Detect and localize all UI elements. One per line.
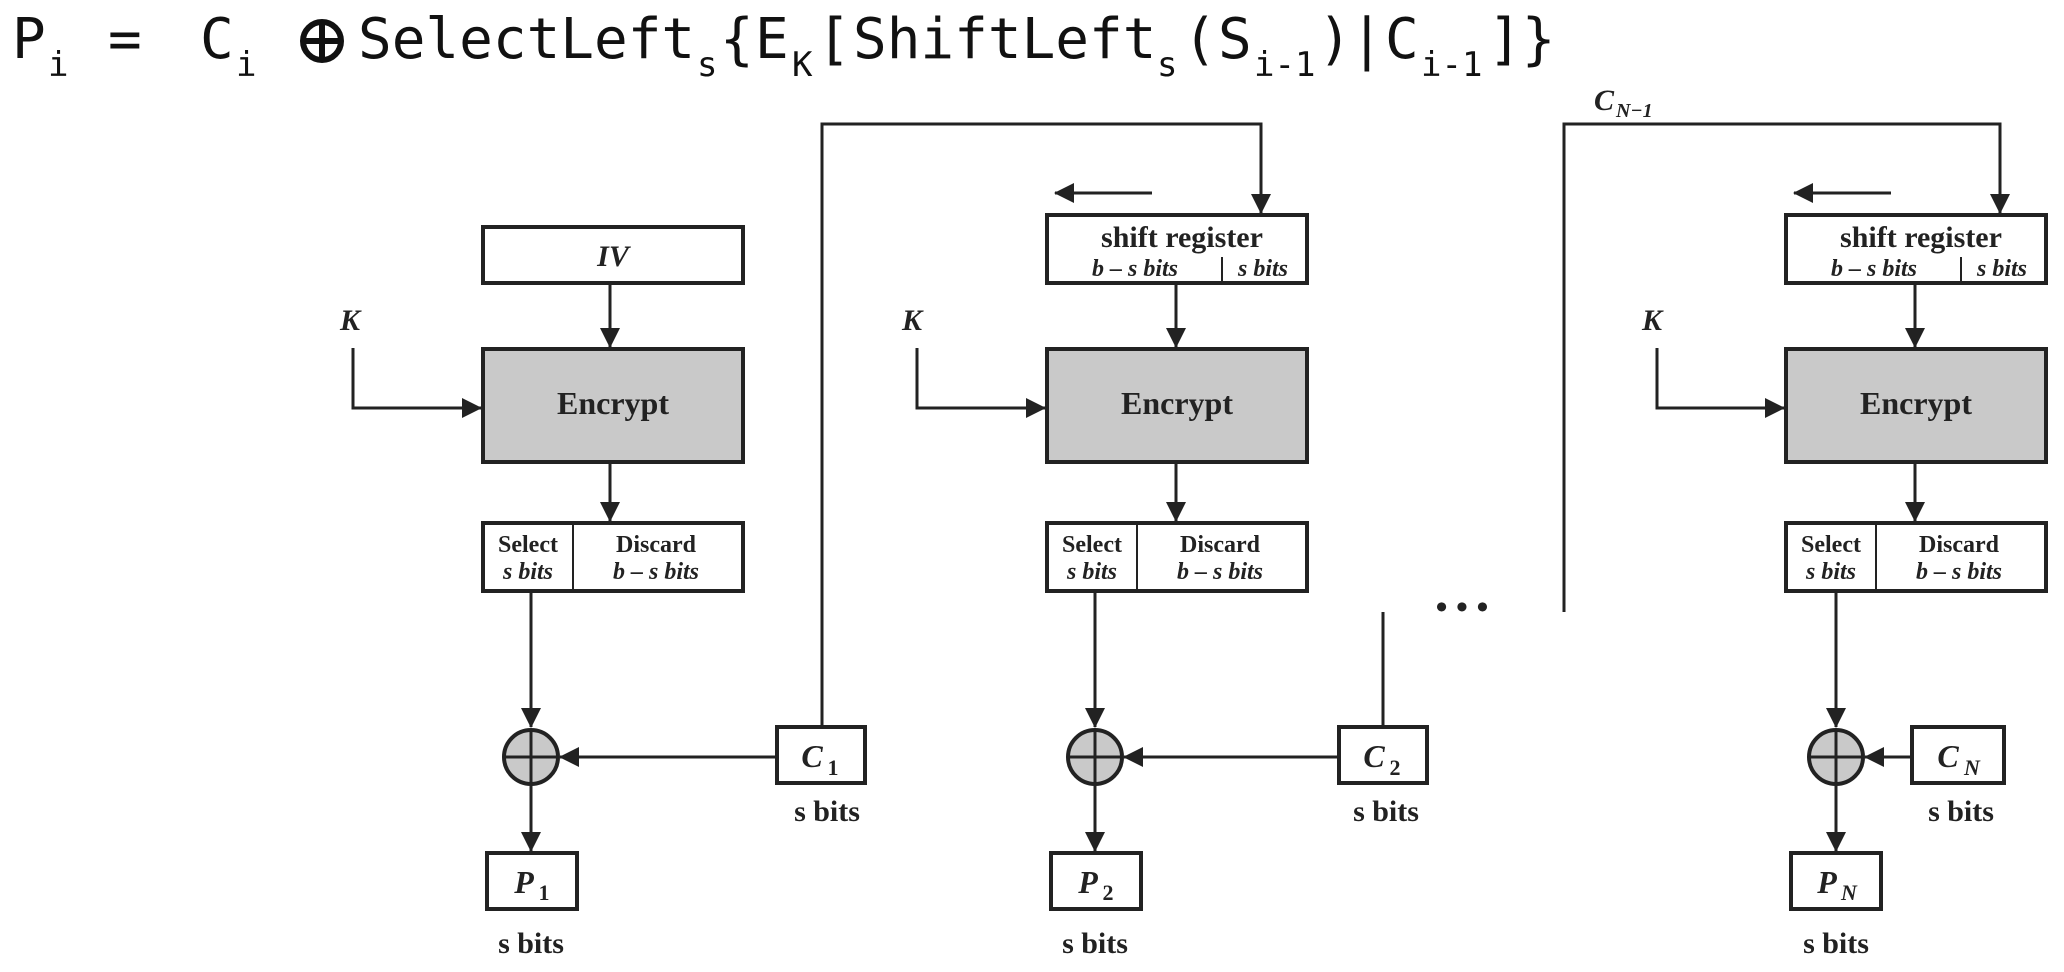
cipher-label-1: C [801, 738, 823, 774]
plain-bits-n: s bits [1803, 927, 1869, 960]
key-label-1: K [339, 304, 362, 337]
iv-label: IV [596, 240, 632, 273]
formula-brace-open: { [720, 7, 754, 72]
plain-box-1: P 1 [485, 851, 579, 911]
select-label-1b: s bits [502, 559, 553, 585]
plain-sub-2: 2 [1103, 880, 1114, 905]
formula-p: P [12, 7, 46, 72]
encrypt-box-2: Encrypt [1045, 347, 1309, 464]
cipher-sub-n: N [1963, 755, 1981, 780]
formula-closing: ]} [1488, 7, 1555, 72]
select-label-2b: s bits [1066, 559, 1117, 585]
cipher-bits-1: s bits [794, 795, 860, 828]
formula-p-sub: i [48, 45, 68, 85]
xor-node-1 [502, 728, 560, 786]
select-label-1a: Select [498, 532, 558, 558]
select-discard-box-1: Select s bits Discard b – s bits [481, 521, 745, 593]
stage-1: IV K Encrypt Select s bits Discard b – s… [339, 225, 867, 960]
formula-bar: | [1350, 7, 1384, 72]
register-left-2: b – s bits [1092, 256, 1178, 282]
formula-shiftleft-sub: s [1157, 45, 1177, 85]
select-label-2a: Select [1062, 532, 1122, 558]
feedback-label: C N−1 [1594, 84, 1653, 122]
select-discard-box-2: Select s bits Discard b – s bits [1045, 521, 1309, 593]
cipher-bits-2: s bits [1353, 795, 1419, 828]
feedback-label-main: C [1594, 84, 1615, 117]
plain-label-2: P [1077, 864, 1098, 900]
formula-bracket-open: [ [817, 7, 851, 72]
formula-selectleft-sub: s [697, 45, 717, 85]
plain-label-1: P [513, 864, 534, 900]
cipher-box-n: C N [1910, 725, 2006, 785]
cipher-sub-1: 1 [828, 755, 839, 780]
register-right-2: s bits [1237, 256, 1288, 282]
discard-label-na: Discard [1919, 532, 2000, 558]
select-discard-box-n: Select s bits Discard b – s bits [1784, 521, 2048, 593]
plain-bits-1: s bits [498, 927, 564, 960]
discard-label-1a: Discard [616, 532, 697, 558]
discard-label-1b: b – s bits [613, 559, 699, 585]
formula-e-sub: K [792, 45, 813, 85]
iv-box: IV [481, 225, 745, 285]
formula-shiftleft: ShiftLeft [853, 7, 1156, 72]
cipher-bits-n: s bits [1928, 795, 1994, 828]
key-arrow-2 [915, 348, 1046, 418]
cipher-label-2: C [1363, 738, 1385, 774]
key-label-n: K [1641, 304, 1664, 337]
cipher-box-1: C 1 [775, 725, 867, 785]
stage-2: shift register b – s bits s bits K Encry… [901, 183, 1429, 960]
shift-register-n: shift register b – s bits s bits [1784, 213, 2048, 285]
discard-label-2a: Discard [1180, 532, 1261, 558]
select-label-nb: s bits [1805, 559, 1856, 585]
select-label-na: Select [1801, 532, 1861, 558]
cipher-box-2: C 2 [1337, 725, 1429, 785]
feedback-line-1 [820, 122, 1271, 727]
plain-box-n: P N [1789, 851, 1883, 911]
key-arrow-n [1655, 348, 1785, 418]
encrypt-label-n: Encrypt [1860, 385, 1972, 421]
feedback-label-sub: N−1 [1615, 100, 1653, 122]
key-label-2: K [901, 304, 924, 337]
discard-label-2b: b – s bits [1177, 559, 1263, 585]
encrypt-label-2: Encrypt [1121, 385, 1233, 421]
feedback-line-n [1562, 122, 2010, 612]
xor-node-2 [1066, 728, 1124, 786]
plain-box-2: P 2 [1049, 851, 1143, 911]
plain-sub-1: 1 [539, 880, 550, 905]
register-right-n: s bits [1976, 256, 2027, 282]
plain-bits-2: s bits [1062, 927, 1128, 960]
formula-selectleft: SelectLeft [358, 7, 695, 72]
plain-sub-n: N [1840, 880, 1858, 905]
encrypt-box-1: Encrypt [481, 347, 745, 464]
formula-paren-open: ( [1183, 7, 1217, 72]
register-label-n: shift register [1840, 221, 2002, 254]
encrypt-box-n: Encrypt [1784, 347, 2048, 464]
discard-label-nb: b – s bits [1916, 559, 2002, 585]
plain-label-n: P [1816, 864, 1837, 900]
formula-s-sub: i-1 [1254, 45, 1315, 85]
xor-symbol [300, 19, 344, 63]
key-arrow-1 [351, 348, 482, 418]
formula-c2: C [1385, 7, 1419, 72]
formula-c2-sub: i-1 [1421, 45, 1482, 85]
cipher-label-n: C [1937, 738, 1959, 774]
formula-equals: = [108, 7, 142, 72]
cipher-sub-2: 2 [1390, 755, 1401, 780]
stage-n: shift register b – s bits s bits K Encry… [1641, 183, 2048, 960]
formula-s: S [1218, 7, 1252, 72]
shift-register-2: shift register b – s bits s bits [1045, 213, 1309, 285]
formula-paren-close: ) [1318, 7, 1352, 72]
register-label-2: shift register [1101, 221, 1263, 254]
register-left-n: b – s bits [1831, 256, 1917, 282]
encrypt-label-1: Encrypt [557, 385, 669, 421]
formula-c: C [200, 7, 234, 72]
formula-c-sub: i [236, 45, 256, 85]
ellipsis: • • • [1436, 589, 1489, 626]
formula-e: E [755, 7, 789, 72]
xor-node-n [1807, 728, 1865, 786]
formula: P i = C i SelectLeft s { E K [ ShiftLeft… [12, 7, 1555, 85]
